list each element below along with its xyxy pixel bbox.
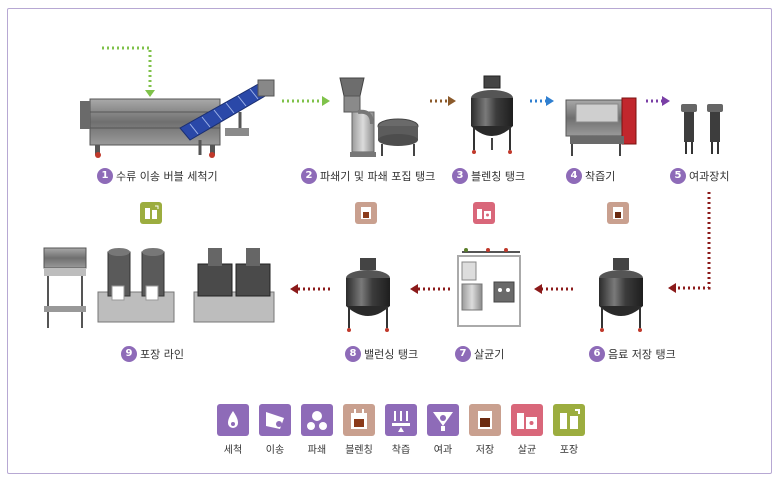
diagram-frame bbox=[7, 8, 772, 474]
storage-icon bbox=[607, 202, 629, 224]
juicer-machine bbox=[565, 97, 637, 156]
arrow-7-8-head bbox=[410, 284, 418, 294]
step-number-2: 2 bbox=[301, 168, 317, 184]
storage-legend-icon bbox=[469, 404, 501, 436]
step-number-9: 9 bbox=[121, 346, 137, 362]
legend-item-washing: 세척 bbox=[216, 404, 250, 456]
blanching-legend-icon bbox=[343, 404, 375, 436]
sterilization-legend-icon bbox=[511, 404, 543, 436]
legend-item-crushing: 파쇄 bbox=[300, 404, 334, 456]
arrow-8-9-head bbox=[290, 284, 298, 294]
packaging-line bbox=[43, 247, 275, 328]
legend-item-juicing: 착즙 bbox=[384, 404, 418, 456]
filter-units bbox=[681, 104, 723, 154]
step-number-6: 6 bbox=[589, 346, 605, 362]
step-number-1: 1 bbox=[97, 168, 113, 184]
washer-machine bbox=[80, 79, 275, 158]
step-number-8: 8 bbox=[345, 346, 361, 362]
step-number-3: 3 bbox=[452, 168, 468, 184]
legend-item-filtration: 여과 bbox=[426, 404, 460, 456]
transfer-icon bbox=[259, 404, 291, 436]
arrow-inlet-head bbox=[145, 90, 155, 97]
packaging-icon bbox=[140, 202, 162, 224]
legend-item-packaging: 포장 bbox=[552, 404, 586, 456]
arrow-1-2-head bbox=[322, 96, 330, 106]
step-number-5: 5 bbox=[670, 168, 686, 184]
washing-icon bbox=[217, 404, 249, 436]
arrow-3-4-head bbox=[546, 96, 554, 106]
legend-item-sterilization: 살균 bbox=[510, 404, 544, 456]
arrow-5-6 bbox=[676, 192, 711, 290]
legend-item-transfer: 이송 bbox=[258, 404, 292, 456]
arrow-4-5-head bbox=[662, 96, 670, 106]
packaging-legend-icon bbox=[553, 404, 585, 436]
filtration-icon bbox=[427, 404, 459, 436]
blanching-tank bbox=[471, 75, 513, 154]
legend-item-storage: 저장 bbox=[468, 404, 502, 456]
blanching-icon bbox=[355, 202, 377, 224]
arrow-inlet bbox=[102, 46, 152, 93]
step-number-7: 7 bbox=[455, 346, 471, 362]
crushing-icon bbox=[301, 404, 333, 436]
storage-tank bbox=[599, 258, 643, 332]
sterilizer-machine bbox=[457, 248, 521, 327]
arrow-2-3-head bbox=[448, 96, 456, 106]
juicing-icon bbox=[385, 404, 417, 436]
arrow-5-6-head bbox=[668, 283, 676, 293]
arrow-6-7-head bbox=[534, 284, 542, 294]
legend-item-blanching: 블렌칭 bbox=[342, 404, 376, 456]
sterilization-icon bbox=[473, 202, 495, 224]
crusher-machine bbox=[339, 77, 419, 157]
step-number-4: 4 bbox=[566, 168, 582, 184]
balancing-tank bbox=[346, 258, 390, 332]
